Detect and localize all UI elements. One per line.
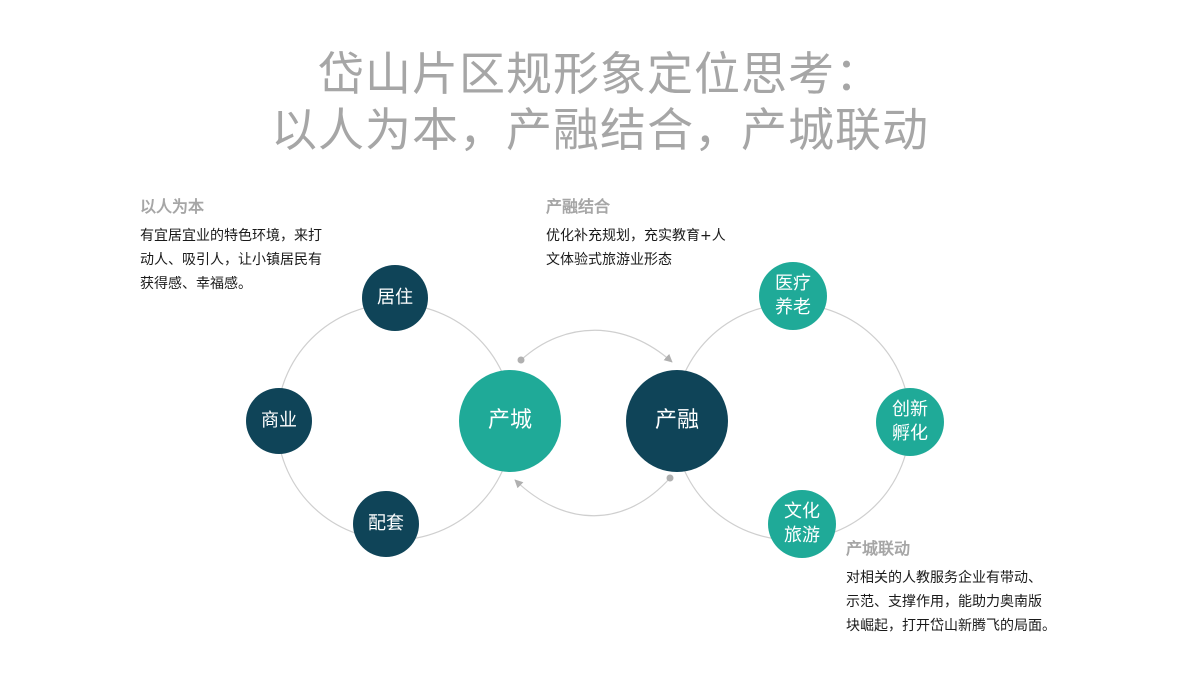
node-medical-eldercare-line-1: 医疗 [775,273,811,294]
node-culture-tourism-line-2: 旅游 [784,525,820,546]
page-title-line-1: 岱山片区规形象定位思考： [318,47,882,101]
people-oriented-block: 以人为本 有宜居宜业的特色环境，来打 动人、吸引人，让小镇居民有 获得感、幸福感… [140,196,322,296]
people-oriented-heading: 以人为本 [140,197,205,216]
industry-city-block: 产城联动 对相关的人教服务企业有带动、 示范、支撑作用，能助力奥南版 块崛起，打… [846,538,1056,638]
node-residence-label: 居住 [377,287,413,308]
node-culture-tourism-line-1: 文化 [784,501,820,522]
node-residence: 居住 [362,265,428,331]
node-innovation-incubation-line-2: 孵化 [892,423,928,444]
people-oriented-line-3: 获得感、幸福感。 [140,276,252,292]
people-oriented-line-1: 有宜居宜业的特色环境，来打 [140,228,322,244]
node-medical-eldercare-line-2: 养老 [775,297,811,318]
node-industry-city-label: 产城 [487,408,532,433]
top-connector-arrow [520,329,673,363]
node-industry-finance-label: 产融 [654,408,699,433]
industry-finance-heading: 产融结合 [546,197,611,216]
industry-finance-line-2: 文体验式旅游业形态 [546,252,672,268]
industry-city-line-2: 示范、支撑作用，能助力奥南版 [846,594,1042,610]
industry-city-heading: 产城联动 [846,539,911,558]
node-medical-eldercare: 医疗 养老 [759,262,827,330]
industry-city-line-3: 块崛起，打开岱山新腾飞的局面。 [846,618,1056,634]
node-commerce-label: 商业 [261,410,297,431]
node-supporting-label: 配套 [368,513,404,534]
industry-city-line-1: 对相关的人教服务企业有带动、 [846,570,1042,586]
node-culture-tourism: 文化 旅游 [768,490,836,558]
bottom-connector-arrow [514,477,671,517]
industry-finance-line-1: 优化补充规划，充实教育+人 [546,228,726,244]
node-industry-finance: 产融 [626,370,728,472]
top-connector-dot [517,356,525,364]
bottom-connector-dot [666,474,674,482]
node-innovation-incubation: 创新 孵化 [876,388,944,456]
node-supporting: 配套 [353,491,419,557]
people-oriented-line-2: 动人、吸引人，让小镇居民有 [140,252,322,268]
page-title-line-2: 以人为本，产融结合，产城联动 [271,103,929,157]
industry-finance-block: 产融结合 优化补充规划，充实教育+人 文体验式旅游业形态 [546,196,726,272]
node-innovation-incubation-line-1: 创新 [892,399,928,420]
node-commerce: 商业 [246,388,312,454]
node-industry-city: 产城 [459,370,561,472]
